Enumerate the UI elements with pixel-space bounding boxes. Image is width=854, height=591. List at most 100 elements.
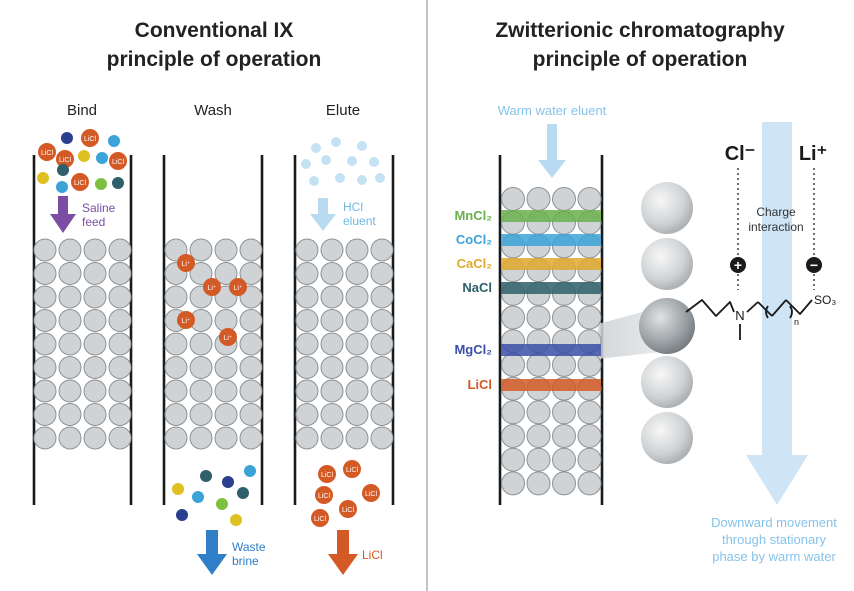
resin-bead (295, 262, 319, 285)
resin-bead (83, 332, 107, 356)
licl-tag: LiCl (314, 516, 327, 523)
resin-bead (58, 285, 82, 309)
resin-bead (501, 471, 525, 496)
waste-brine-arrow (197, 530, 227, 575)
resin-bead (295, 403, 319, 426)
resin-bead (552, 424, 576, 448)
resin-bead (320, 309, 344, 332)
positive-charge-icon (730, 257, 746, 273)
resin-bead (552, 187, 576, 211)
resin-bead (577, 447, 602, 472)
li-ion-tag: Li⁺ (223, 335, 232, 342)
resin-bead (214, 238, 238, 262)
resin-bead (58, 356, 82, 379)
resin-bead (552, 471, 576, 496)
resin-bead (370, 426, 394, 450)
resin-bead (164, 426, 188, 450)
resin-bead (345, 426, 369, 450)
left-title-line2: principle of operation (107, 48, 322, 71)
li-ion-tag: Li⁺ (181, 318, 190, 325)
bound-lithium-ions: Li⁺ Li⁺ Li⁺ Li⁺ Li⁺ (177, 254, 247, 346)
resin-bead (320, 356, 344, 379)
resin-bead (189, 262, 213, 285)
resin-bead (526, 400, 551, 425)
licl-product-arrow (328, 530, 358, 575)
resin-bead (58, 426, 82, 450)
resin-bead (33, 356, 57, 379)
resin-bead (58, 262, 82, 285)
resin-bead (189, 379, 213, 403)
zwitterion-molecule (685, 299, 813, 340)
resin-bead (526, 352, 551, 377)
resin-bead (239, 332, 263, 356)
resin-bead (108, 379, 132, 403)
resin-bead (189, 426, 213, 450)
resin-bead (501, 305, 525, 330)
movement-caption-line1: Downward movement (711, 515, 837, 530)
resin-bead (164, 379, 188, 403)
separation-bands (501, 210, 601, 391)
resin-bead (501, 424, 525, 448)
resin-bead (164, 356, 188, 379)
resin-bead (345, 262, 369, 285)
licl-tag: LiCl (112, 159, 125, 166)
resin-beads (33, 238, 394, 450)
feed-particles: LiCl LiCl LiCl LiCl LiCl (37, 129, 127, 193)
waste-brine-label-line2: brine (232, 554, 259, 568)
resin-bead (370, 262, 394, 285)
column-beads (501, 187, 602, 496)
resin-bead (108, 356, 132, 379)
saline-feed-arrow (50, 196, 76, 233)
band-4 (501, 344, 601, 356)
licl-tag: LiCl (41, 150, 54, 157)
band-label-mncl2: MnCl₂ (454, 208, 492, 223)
resin-bead (295, 356, 319, 379)
resin-bead (83, 379, 107, 403)
downward-movement-arrow (746, 122, 808, 505)
resin-bead (526, 424, 551, 448)
positive-charge-symbol: + (734, 257, 742, 273)
resin-bead (239, 403, 263, 426)
resin-bead (58, 403, 82, 426)
negative-charge-symbol: − (810, 257, 818, 273)
resin-bead (33, 238, 57, 262)
resin-bead (295, 285, 319, 309)
negative-charge-icon (806, 257, 822, 273)
resin-bead (345, 332, 369, 356)
resin-bead (370, 332, 394, 356)
resin-bead (239, 356, 263, 379)
resin-bead (108, 285, 132, 309)
band-2 (501, 258, 601, 270)
resin-bead (214, 379, 238, 403)
resin-bead (108, 426, 132, 450)
lithium-ion-label: Li⁺ (799, 143, 827, 165)
hcl-eluent-droplets (301, 137, 385, 186)
stationary-phase-spheres (641, 182, 693, 464)
resin-bead (345, 309, 369, 332)
saline-feed-label-line1: Saline (82, 201, 116, 215)
resin-bead (189, 356, 213, 379)
hcl-eluent-label-line2: eluent (343, 214, 376, 228)
resin-bead (239, 309, 263, 332)
waste-particles (172, 465, 256, 526)
resin-bead (552, 447, 576, 472)
resin-bead (295, 332, 319, 356)
resin-bead (295, 238, 319, 262)
resin-bead (189, 332, 213, 356)
resin-bead (108, 262, 132, 285)
resin-bead (108, 309, 132, 332)
resin-bead (526, 187, 551, 211)
charge-interaction-label-line2: interaction (748, 220, 803, 234)
band-label-cocl2: CoCl₂ (456, 232, 492, 247)
resin-bead (501, 447, 525, 472)
hcl-eluent-arrow (310, 198, 336, 231)
resin-bead (58, 379, 82, 403)
resin-bead (214, 403, 238, 426)
licl-tag: LiCl (74, 180, 87, 187)
resin-bead (501, 187, 525, 211)
resin-bead (108, 403, 132, 426)
resin-bead (83, 426, 107, 450)
charge-interaction-label-line1: Charge (756, 205, 796, 219)
band-3 (501, 282, 601, 294)
licl-product-label: LiCl (362, 548, 383, 562)
